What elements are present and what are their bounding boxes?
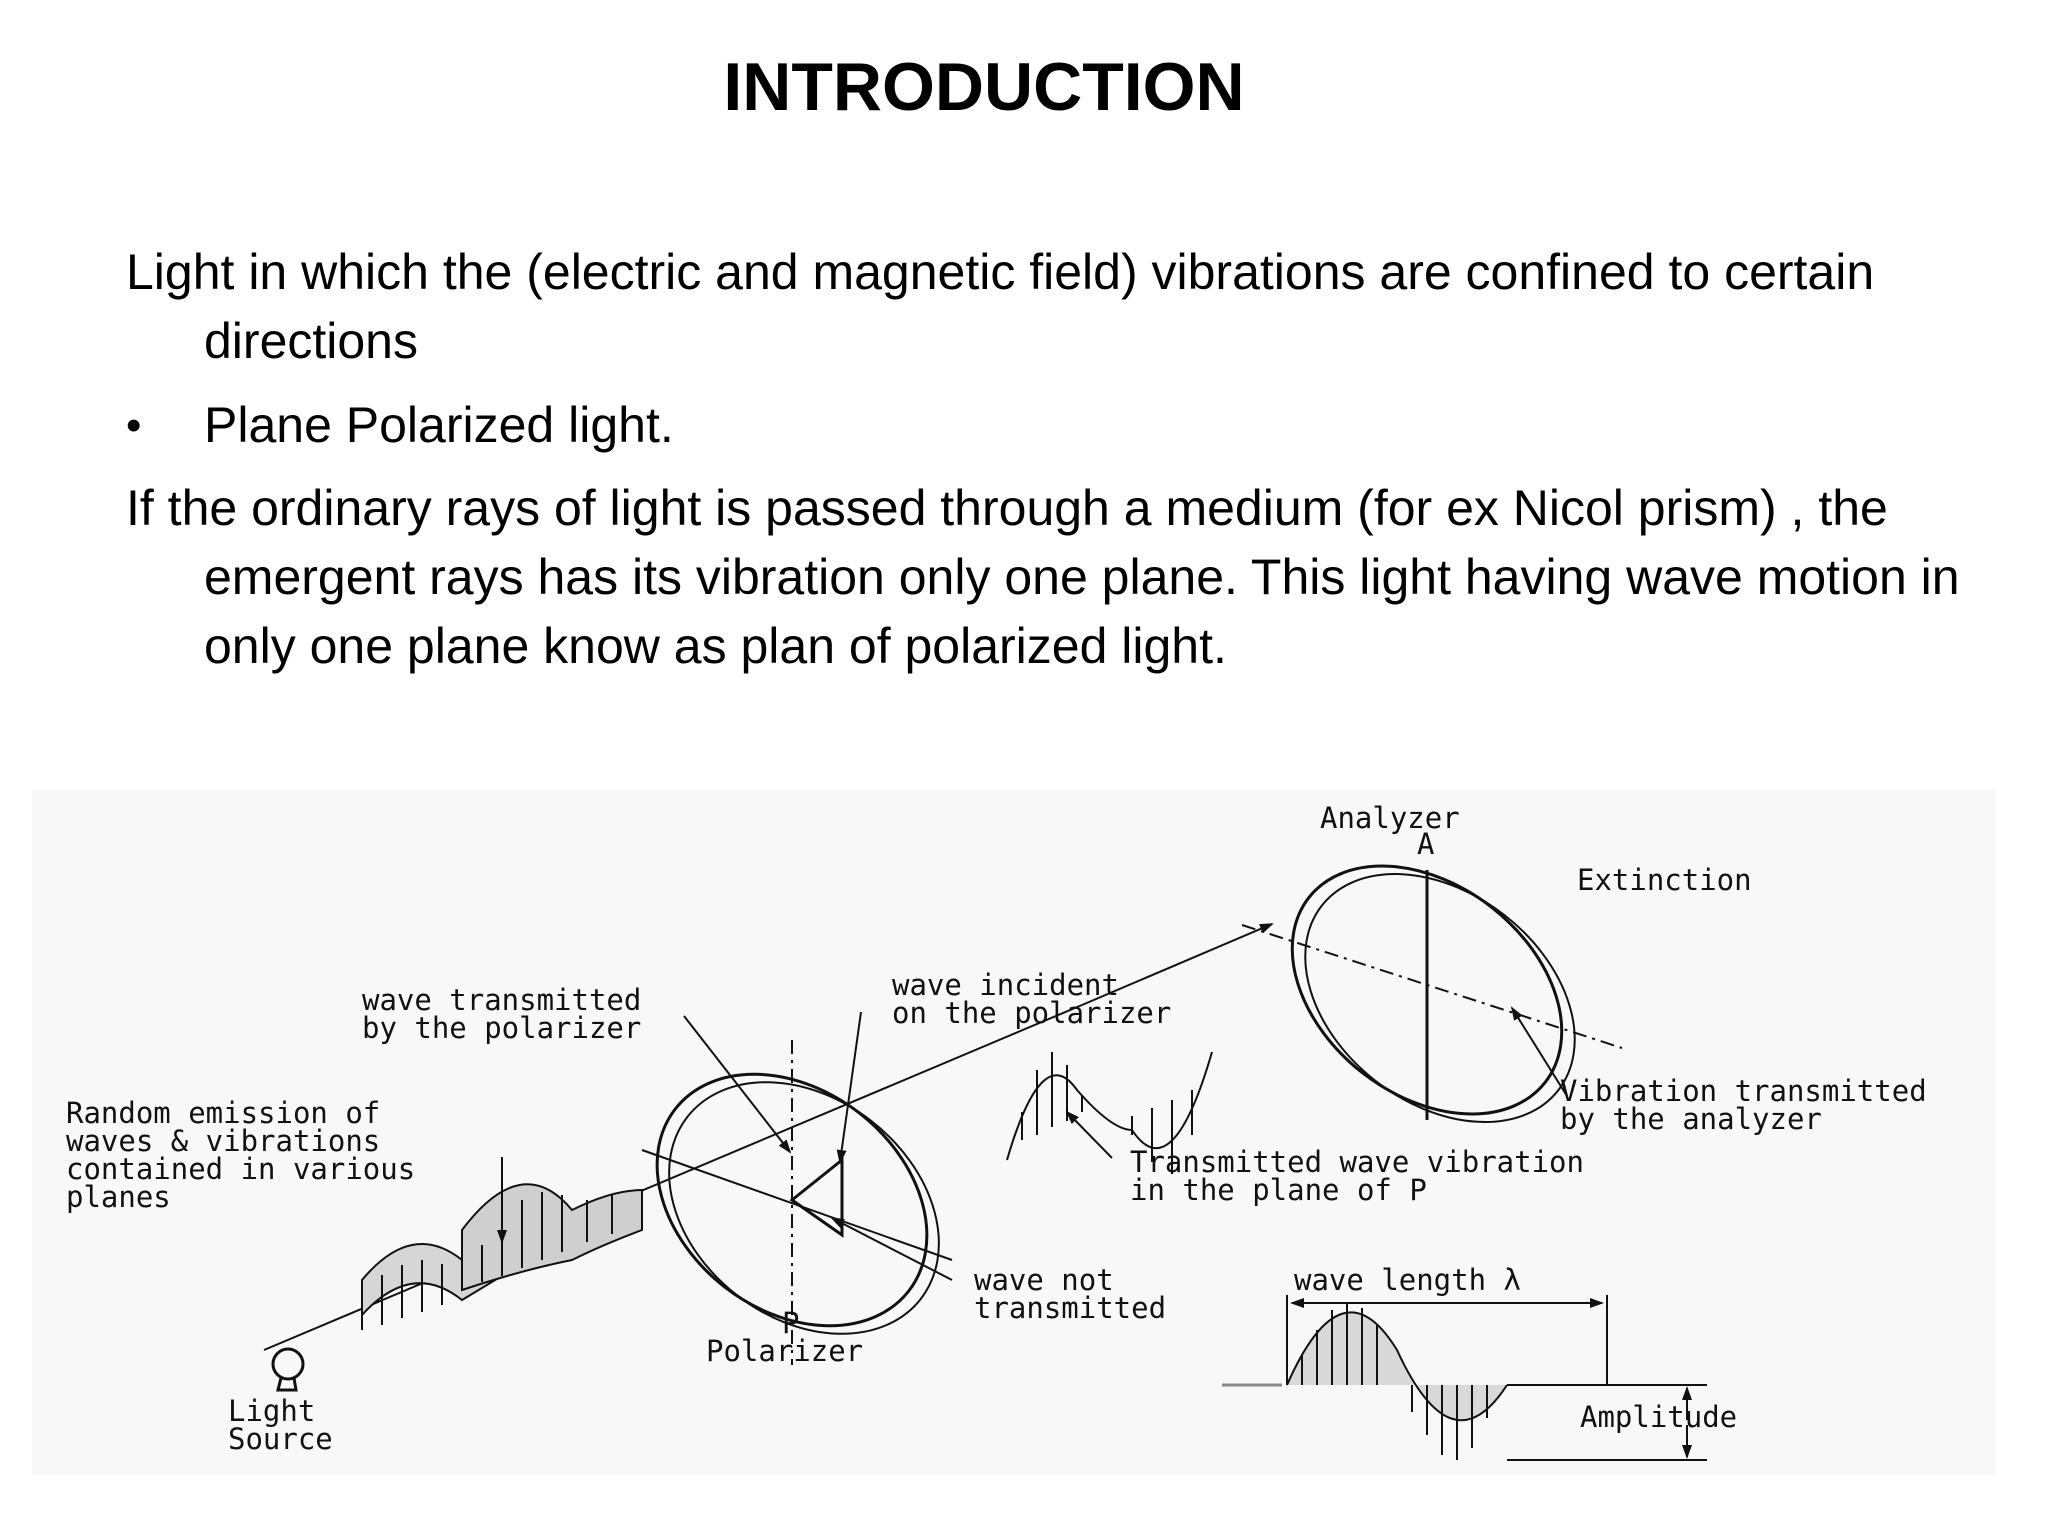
slide-title: INTRODUCTION xyxy=(723,49,1245,125)
bullet-text: Plane Polarized light. xyxy=(204,397,674,453)
label-wave-not-1: wave not xyxy=(974,1263,1114,1297)
label-wave-incident-1: wave incident xyxy=(892,968,1119,1002)
label-random-3: contained in various xyxy=(66,1152,415,1186)
label-source: Source xyxy=(228,1422,333,1456)
label-wave-not-2: transmitted xyxy=(974,1291,1166,1325)
label-analyzer: Analyzer xyxy=(1320,801,1460,835)
label-wave-transmitted-2: by the polarizer xyxy=(362,1011,641,1045)
label-polarizer-letter: P xyxy=(782,1306,799,1340)
label-amplitude: Amplitude xyxy=(1580,1400,1737,1434)
label-transmitted-wave-1: Transmitted wave vibration xyxy=(1130,1145,1584,1179)
label-polarizer: Polarizer xyxy=(706,1334,863,1368)
polarization-diagram: Analyzer A Extinction wave transmitted b… xyxy=(32,790,1996,1475)
label-light: Light xyxy=(228,1394,315,1428)
light-source-icon xyxy=(271,1347,305,1392)
label-wave-length: wave length λ xyxy=(1294,1263,1521,1297)
label-vibration-transmitted-2: by the analyzer xyxy=(1560,1102,1822,1136)
label-extinction: Extinction xyxy=(1577,863,1752,897)
label-wave-incident-2: on the polarizer xyxy=(892,996,1171,1030)
intro-paragraph: Light in which the (electric and magneti… xyxy=(126,244,1875,369)
pointer-lines xyxy=(497,1006,1568,1281)
wavelength-wave xyxy=(1222,1295,1707,1461)
light-beam xyxy=(263,1004,1083,1351)
label-analyzer-letter: A xyxy=(1417,827,1434,861)
label-random-4: planes xyxy=(66,1180,171,1214)
explanation-paragraph: If the ordinary rays of light is passed … xyxy=(126,480,1960,674)
slide-body: Light in which the (electric and magneti… xyxy=(126,238,1986,681)
label-random-2: waves & vibrations xyxy=(66,1124,380,1158)
label-vibration-transmitted-1: Vibration transmitted xyxy=(1560,1074,1927,1108)
analyzer-disc xyxy=(1241,864,1623,1123)
transmitted-wave xyxy=(1006,1051,1213,1174)
polarizer-disc xyxy=(641,1040,953,1365)
bullet-icon: • xyxy=(126,401,142,450)
label-transmitted-wave-2: in the plane of P xyxy=(1130,1173,1427,1207)
bullet-item: • Plane Polarized light. xyxy=(126,391,1986,460)
emergent-beam xyxy=(1081,923,1274,1006)
label-wave-transmitted-1: wave transmitted xyxy=(362,983,641,1017)
label-random-1: Random emission of xyxy=(66,1096,380,1130)
diagram-canvas: Analyzer A Extinction wave transmitted b… xyxy=(66,801,1927,1461)
